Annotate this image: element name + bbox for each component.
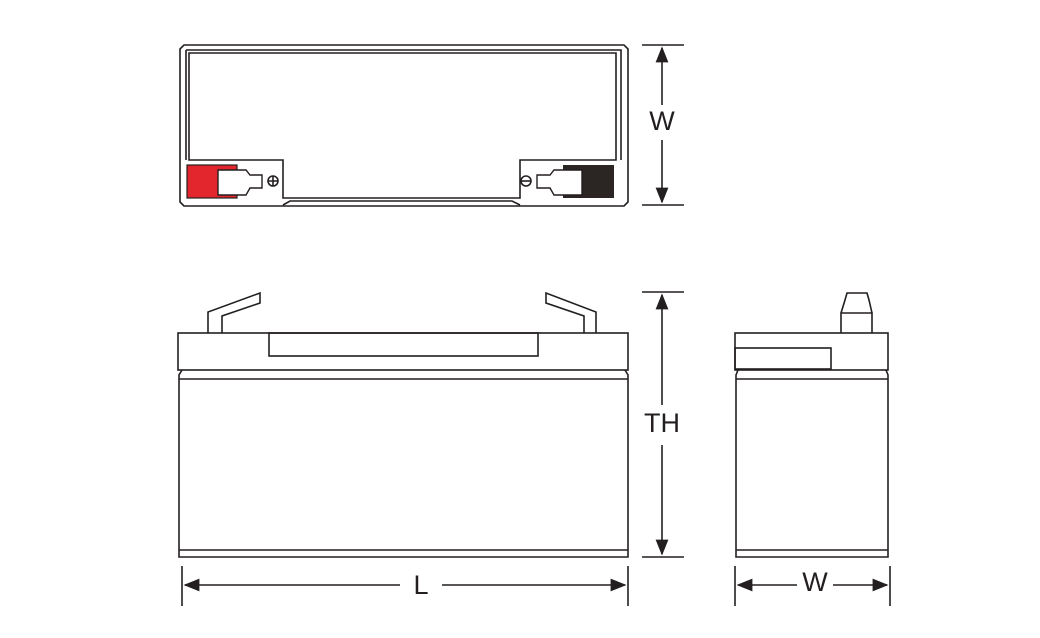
height-label: TH	[644, 408, 680, 438]
front-view	[177, 291, 629, 558]
front-body	[178, 369, 629, 558]
top-view-inner-rim	[185, 49, 622, 160]
side-width-dimension: W	[734, 566, 891, 606]
height-dimension: TH	[638, 291, 686, 558]
front-lid-label	[268, 332, 539, 357]
negative-terminal-tab	[536, 169, 583, 196]
top-view-bottom-lip	[282, 200, 521, 206]
top-width-dimension: W	[642, 44, 684, 206]
side-terminal	[840, 292, 873, 333]
top-view-outline	[179, 44, 629, 207]
top-view-recess	[188, 52, 617, 199]
negative-symbol-icon	[520, 175, 532, 187]
front-lid	[177, 332, 629, 371]
side-lid	[734, 332, 889, 371]
positive-terminal-tab	[217, 169, 263, 196]
front-right-terminal	[545, 291, 597, 333]
top-view	[179, 44, 629, 207]
side-width-label: W	[802, 567, 828, 597]
positive-symbol-icon	[267, 175, 279, 187]
front-left-terminal	[207, 291, 261, 333]
length-label: L	[413, 570, 428, 600]
length-dimension: L	[181, 566, 629, 606]
top-width-label: W	[649, 106, 675, 136]
side-body	[735, 369, 889, 558]
side-view	[734, 292, 889, 558]
side-lid-label	[734, 347, 832, 370]
